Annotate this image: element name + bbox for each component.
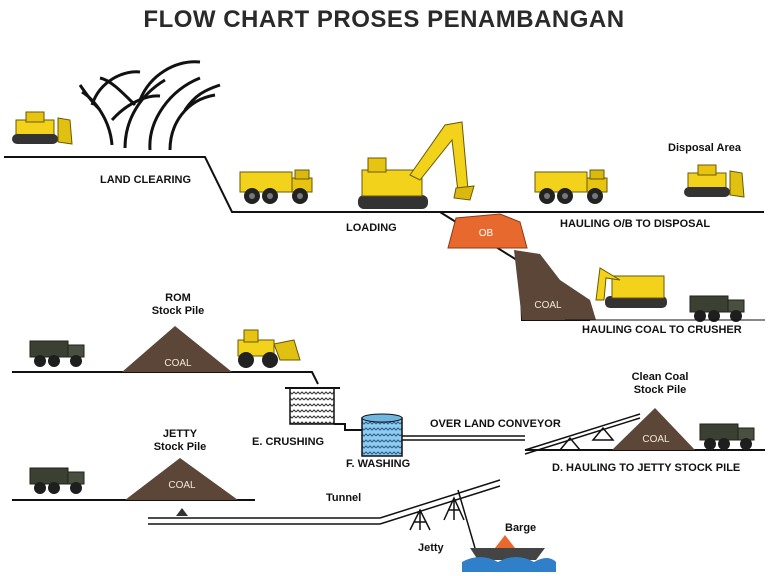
label-tunnel: Tunnel [326, 492, 362, 504]
label-loading: LOADING [346, 222, 397, 234]
label-ob: OB [478, 228, 494, 239]
ob-pile [447, 213, 528, 249]
label-disposal-area: Disposal Area [668, 142, 741, 154]
crusher-icon [285, 387, 340, 425]
dump-truck-icon [29, 467, 85, 495]
bulldozer-icon [11, 111, 73, 145]
label-hauling-ob: HAULING O/B TO DISPOSAL [560, 218, 711, 230]
coal-seam [514, 250, 596, 320]
label-jetty: Jetty [418, 542, 444, 554]
dump-truck-icon [239, 169, 313, 205]
conveyor-icon [402, 413, 641, 455]
label-clean-coal: Clean Coal [631, 371, 689, 383]
jetty-coal-pile [125, 458, 238, 500]
excavator-icon [358, 121, 475, 209]
wheel-loader-icon [237, 329, 301, 368]
label-washing: F. WASHING [346, 458, 411, 470]
label-rom-stockpile: Stock Pile [151, 305, 205, 317]
dump-truck-icon [699, 423, 755, 451]
label-coal-pit: COAL [534, 300, 562, 311]
label-conveyor: OVER LAND CONVEYOR [430, 418, 561, 430]
barge-icon [462, 535, 556, 572]
label-hauling-jetty: D. HAULING TO JETTY STOCK PILE [552, 462, 741, 474]
washing-plant-icon [361, 413, 403, 457]
label-clean-stockpile: Stock Pile [633, 384, 687, 396]
dump-truck-icon [689, 295, 745, 323]
label-crushing: E. CRUSHING [252, 436, 325, 448]
dump-truck-icon [29, 340, 85, 368]
page-title: FLOW CHART PROSES PENAMBANGAN [143, 6, 625, 33]
label-rom-coal: COAL [164, 358, 192, 369]
label-land-clearing: LAND CLEARING [100, 174, 192, 186]
label-jetty-stock: JETTY [162, 428, 198, 440]
label-barge: Barge [505, 522, 537, 534]
label-hauling-coal: HAULING COAL TO CRUSHER [582, 324, 742, 336]
tunnel-conveyor [148, 479, 501, 549]
label-jetty-stockpile: Stock Pile [153, 441, 207, 453]
dump-truck-icon [534, 169, 608, 205]
label-rom: ROM [165, 292, 191, 304]
clean-coal-pile [612, 408, 695, 450]
label-jetty-coal: COAL [168, 480, 196, 491]
bulldozer-icon [683, 164, 745, 198]
excavator-icon [595, 267, 667, 308]
tree-icon [78, 60, 221, 151]
rom-coal-pile [122, 326, 232, 372]
label-clean-coal-pile: COAL [642, 434, 670, 445]
